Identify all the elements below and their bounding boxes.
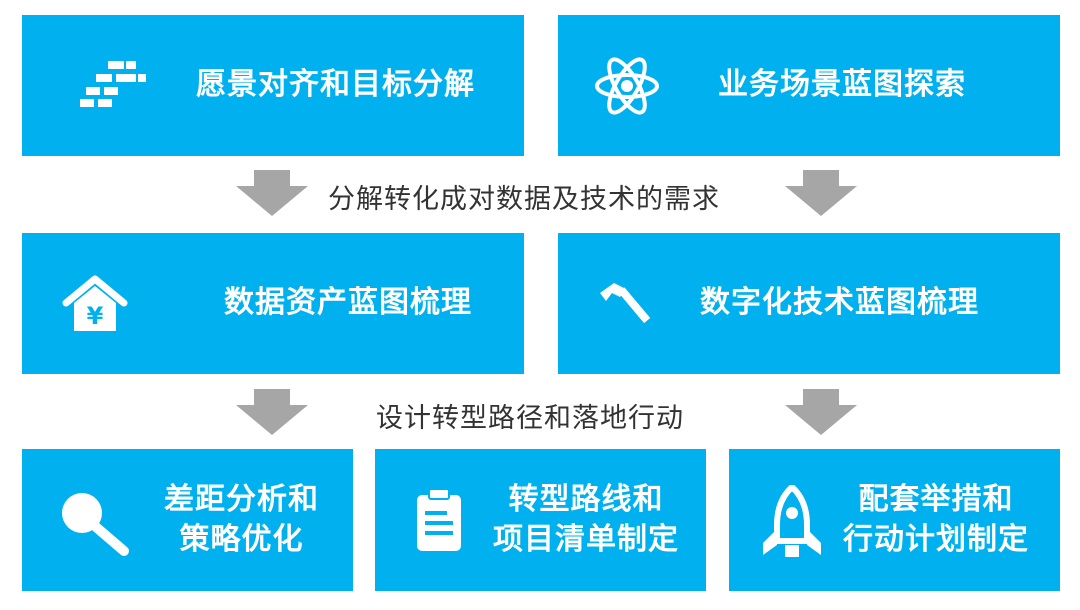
box-transformation-roadmap: 转型路线和 项目清单制定 (375, 449, 706, 591)
svg-text:¥: ¥ (87, 302, 104, 330)
flow-caption: 分解转化成对数据及技术的需求 (328, 184, 720, 215)
box-label: 业务场景蓝图探索 (718, 67, 966, 102)
box-digital-tech: 数字化技术蓝图梳理 (558, 233, 1060, 374)
down-arrow-icon (785, 389, 857, 435)
org-chart-icon (78, 59, 148, 109)
clipboard-icon (415, 489, 463, 553)
magnifier-icon (58, 489, 130, 557)
box-supporting-measures: 配套举措和 行动计划制定 (729, 449, 1060, 591)
box-vision-alignment: 愿景对齐和目标分解 (22, 15, 524, 156)
atom-icon (594, 55, 660, 117)
down-arrow-icon (236, 170, 308, 216)
box-label: 配套举措和 行动计划制定 (843, 482, 1029, 557)
down-arrow-icon (785, 170, 857, 216)
box-label: 愿景对齐和目标分解 (196, 67, 475, 102)
hammer-icon (598, 281, 650, 327)
box-label: 差距分析和 策略优化 (164, 482, 319, 557)
box-business-scenario: 业务场景蓝图探索 (558, 15, 1060, 156)
rocket-icon (759, 485, 825, 559)
box-label: 数据资产蓝图梳理 (224, 285, 472, 320)
flow-caption: 设计转型路径和落地行动 (376, 403, 684, 434)
house-yen-icon: ¥ (60, 273, 130, 335)
box-label: 转型路线和 项目清单制定 (493, 482, 679, 557)
box-gap-analysis: 差距分析和 策略优化 (22, 449, 353, 591)
down-arrow-icon (236, 389, 308, 435)
box-label: 数字化技术蓝图梳理 (700, 285, 979, 320)
box-data-asset: ¥ 数据资产蓝图梳理 (22, 233, 524, 374)
